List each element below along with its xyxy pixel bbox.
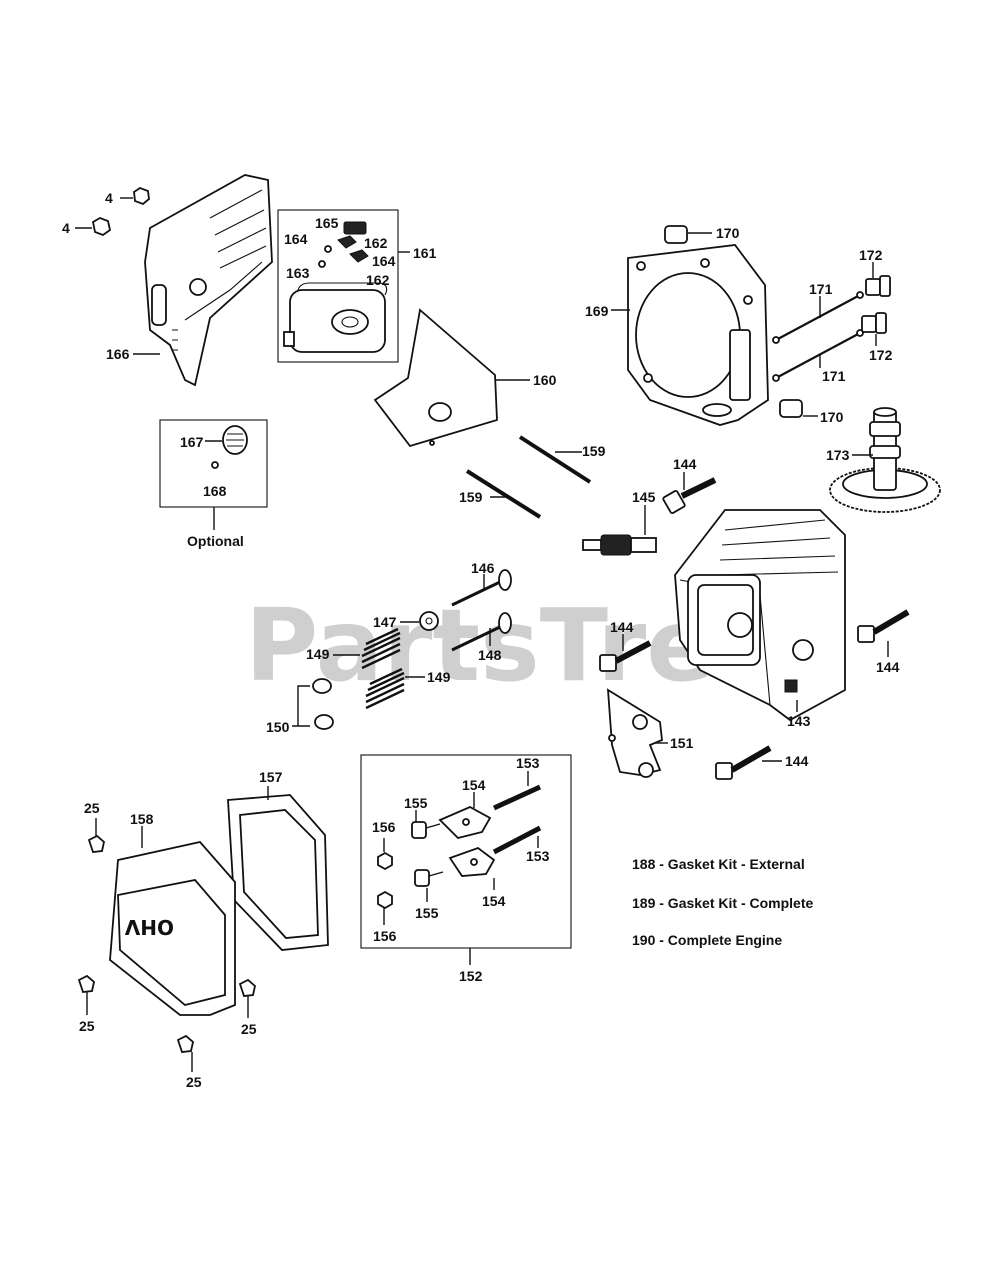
part-150-retainers: [292, 678, 334, 730]
part-25-bolt-c: [238, 978, 256, 1018]
callout-162-b: 162: [366, 272, 390, 288]
part-144-bolt-lower: [715, 745, 782, 780]
callout-144-mid: 144: [610, 619, 634, 635]
part-169-head-gasket: [611, 244, 769, 426]
callout-165: 165: [315, 215, 339, 231]
callout-152: 152: [459, 968, 483, 984]
part-170-dowel-lower: [779, 399, 818, 418]
legend-item: 188 - Gasket Kit - External: [632, 856, 805, 872]
callout-167: 167: [180, 434, 204, 450]
callout-166: 166: [106, 346, 130, 362]
callout-156-top: 156: [372, 819, 396, 835]
part-147-seal: [400, 611, 439, 631]
part-145-spark-plug: [582, 505, 657, 556]
callout-25-c: 25: [241, 1021, 257, 1037]
part-149-springs: [333, 627, 425, 710]
part-25-bolt-a: [87, 818, 105, 853]
callout-153-lower: 153: [526, 848, 550, 864]
callout-4-top: 4: [105, 190, 113, 206]
callout-144-lower: 144: [785, 753, 809, 769]
part-4-nut-top: [120, 186, 150, 206]
part-25-bolt-d: [176, 1034, 194, 1072]
callout-149-right: 149: [427, 669, 451, 685]
callout-145: 145: [632, 489, 656, 505]
callout-154-lower: 154: [482, 893, 506, 909]
part-4-nut-lower: [75, 217, 112, 237]
optional-label: Optional: [187, 533, 244, 549]
part-146-valve: [451, 569, 512, 607]
part-157-valve-cover-gasket: [227, 786, 329, 951]
callout-163: 163: [286, 265, 310, 281]
callout-172-top: 172: [859, 247, 883, 263]
part-166-shroud: [144, 174, 273, 387]
callout-170-top: 170: [716, 225, 740, 241]
callout-173: 173: [826, 447, 850, 463]
callout-25-b: 25: [79, 1018, 95, 1034]
callout-164-a: 164: [284, 231, 308, 247]
callout-4-lower: 4: [62, 220, 70, 236]
callout-154-top: 154: [462, 777, 486, 793]
callout-171-lower: 171: [822, 368, 846, 384]
part-144-bolt-right: [857, 609, 910, 657]
part-148-valve: [451, 612, 512, 652]
callout-155-lower: 155: [415, 905, 439, 921]
callout-158: 158: [130, 811, 154, 827]
part-144-bolt-upper: [662, 472, 717, 514]
part-152-rocker-kit: [360, 754, 572, 965]
callout-146: 146: [471, 560, 495, 576]
part-158-valve-cover: OHV: [109, 826, 236, 1016]
callout-171-top: 171: [809, 281, 833, 297]
callout-169: 169: [585, 303, 609, 319]
callout-151: 151: [670, 735, 694, 751]
callout-168: 168: [203, 483, 227, 499]
callout-143: 143: [787, 713, 811, 729]
callout-144-right: 144: [876, 659, 900, 675]
callout-170-lower: 170: [820, 409, 844, 425]
callout-155-top: 155: [404, 795, 428, 811]
part-143-cylinder-head: [674, 509, 846, 722]
optional-kit-box: [159, 419, 268, 530]
part-25-bolt-b: [77, 974, 95, 1015]
callout-156-lower: 156: [373, 928, 397, 944]
legend-item: 190 - Complete Engine: [632, 932, 782, 948]
callout-160: 160: [533, 372, 557, 388]
callout-25-a: 25: [84, 800, 100, 816]
callout-144-upper: 144: [673, 456, 697, 472]
callout-159-top: 159: [582, 443, 606, 459]
callout-159-lower: 159: [459, 489, 483, 505]
callout-157: 157: [259, 769, 283, 785]
callout-162-a: 162: [364, 235, 388, 251]
part-161-muffler-kit: [277, 209, 410, 363]
kit-legend: 188 - Gasket Kit - External 189 - Gasket…: [632, 856, 813, 948]
callout-150: 150: [266, 719, 290, 735]
part-144-bolt-mid: [599, 634, 652, 672]
part-173-camshaft: [829, 407, 941, 513]
callout-172-lower: 172: [869, 347, 893, 363]
part-172-rocker-bolts: [861, 262, 891, 346]
callout-161: 161: [413, 245, 437, 261]
callout-148: 148: [478, 647, 502, 663]
callout-149-left: 149: [306, 646, 330, 662]
part-151-plate: [606, 688, 668, 778]
ohv-embossing: OHV: [124, 915, 174, 939]
callout-147: 147: [373, 614, 397, 630]
callout-153-top: 153: [516, 755, 540, 771]
part-170-dowel-top: [664, 225, 712, 244]
callout-25-d: 25: [186, 1074, 202, 1090]
part-160-heat-shield: [373, 308, 530, 448]
legend-item: 189 - Gasket Kit - Complete: [632, 895, 813, 911]
part-171-pushrods: [772, 291, 864, 382]
part-159-studs: [465, 435, 592, 519]
callout-164-b: 164: [372, 253, 396, 269]
